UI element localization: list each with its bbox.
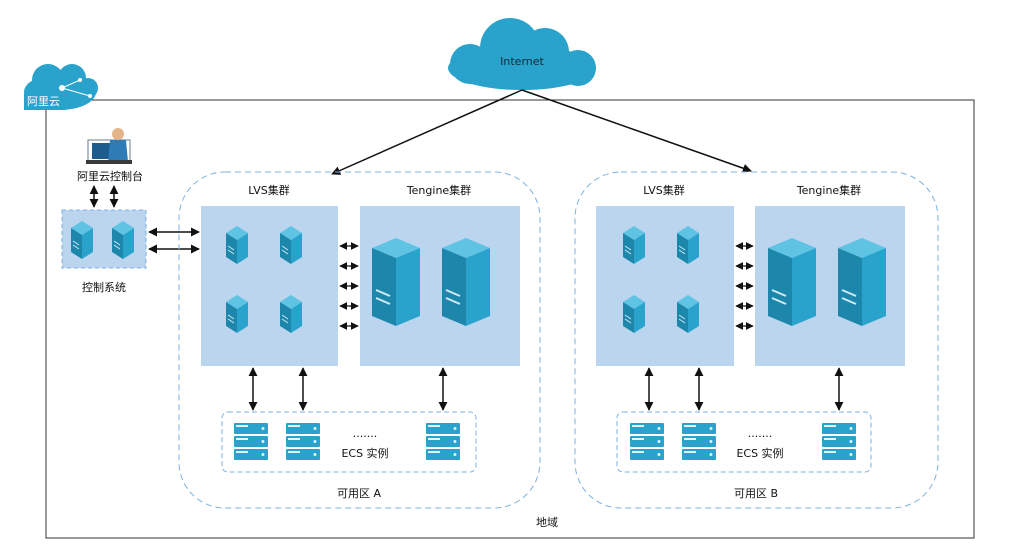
internet-label: Internet xyxy=(500,55,544,68)
lvs-server-icon xyxy=(225,294,249,334)
lvs-server-icon xyxy=(279,225,303,265)
tengine-cluster-label: Tengine集群 xyxy=(796,184,862,197)
zone-label: 可用区 A xyxy=(336,487,382,500)
internet-cloud-icon xyxy=(448,18,596,90)
tengine-server-icon xyxy=(767,237,817,327)
lvs-server-icon xyxy=(279,294,303,334)
ecs-server-icon xyxy=(426,423,460,460)
tengine-server-icon xyxy=(837,237,887,327)
ecs-ellipsis: ....... xyxy=(747,427,773,440)
ecs-server-icon xyxy=(682,423,716,460)
internet-to-zone-b-arrow xyxy=(521,89,752,173)
ecs-ellipsis: ....... xyxy=(352,427,378,440)
region-label: 地域 xyxy=(536,516,558,529)
zone-label: 可用区 B xyxy=(733,487,779,500)
ecs-instances-box xyxy=(616,411,872,473)
control-server-icon xyxy=(70,220,94,260)
console-label: 阿里云控制台 xyxy=(77,170,143,183)
ecs-instances-box xyxy=(221,411,477,473)
lvs-server-icon xyxy=(676,294,700,334)
tengine-server-icon xyxy=(441,237,491,327)
lvs-cluster-box xyxy=(596,206,734,366)
lvs-server-icon xyxy=(676,225,700,265)
lvs-tengine-arrows xyxy=(735,242,754,330)
lvs-tengine-arrows xyxy=(339,242,359,330)
brand-label: 阿里云 xyxy=(27,95,60,108)
internet-to-zone-a-arrow xyxy=(331,89,523,175)
ecs-label: ECS 实例 xyxy=(736,447,784,460)
lvs-server-icon xyxy=(622,294,646,334)
lvs-server-icon xyxy=(622,225,646,265)
control-server-icon xyxy=(111,220,135,260)
lvs-cluster-box xyxy=(201,206,338,366)
ecs-server-icon xyxy=(234,423,268,460)
ecs-label: ECS 实例 xyxy=(341,447,389,460)
ecs-server-icon xyxy=(286,423,320,460)
zone-b-boundary xyxy=(574,171,939,509)
tengine-cluster-label: Tengine集群 xyxy=(406,184,472,197)
ecs-server-icon xyxy=(822,423,856,460)
lvs-server-icon xyxy=(225,225,249,265)
lvs-cluster-label: LVS集群 xyxy=(248,184,290,197)
aliyun-cloud-icon xyxy=(24,64,98,110)
zone-a-boundary xyxy=(178,171,541,509)
region-border xyxy=(45,99,975,539)
control-system-label: 控制系统 xyxy=(82,281,126,294)
console-user-icon xyxy=(86,128,132,164)
ecs-server-icon xyxy=(630,423,664,460)
tengine-server-icon xyxy=(371,237,421,327)
lvs-cluster-label: LVS集群 xyxy=(643,184,685,197)
